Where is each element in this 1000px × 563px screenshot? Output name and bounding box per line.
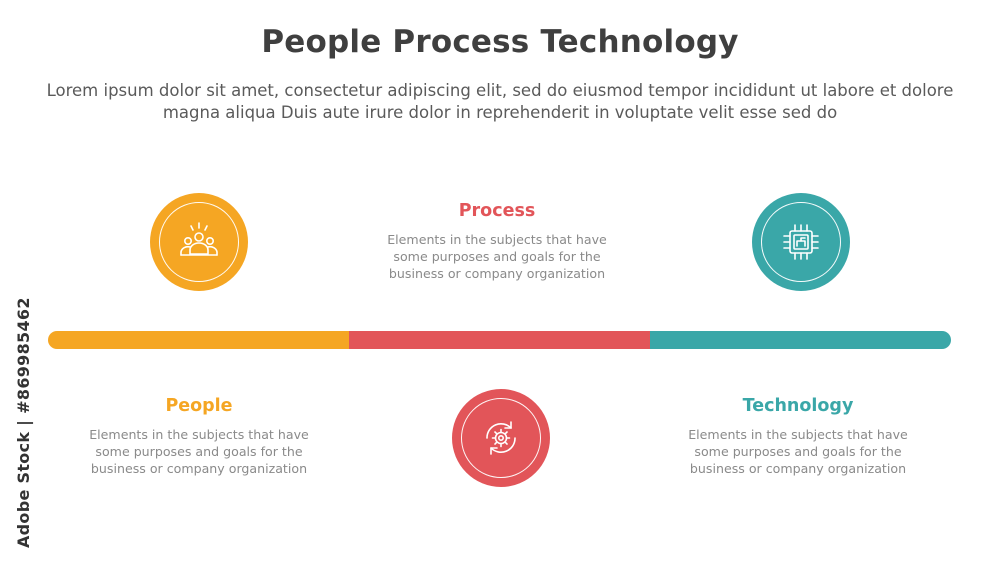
page-subtitle: Lorem ipsum dolor sit amet, consectetur … [46,81,954,122]
process-title: Process [458,201,536,221]
process-circle [452,389,550,487]
people-circle [150,193,248,291]
gear-cycle-icon [486,421,516,455]
timeline-bar [48,331,951,349]
process-bar-segment [349,331,650,349]
microchip-icon [783,224,819,260]
people-group-icon [180,222,218,256]
page-title: People Process Technology [261,24,739,60]
technology-description: Elements in the subjects that have some … [688,427,908,476]
people-description: Elements in the subjects that have some … [89,427,309,476]
technology-title: Technology [742,396,854,416]
people-block: People Elements in the subjects that hav… [79,394,319,477]
people-title: People [165,396,233,416]
people-bar-segment [48,331,349,349]
side-watermark-text: Adobe Stock | #869985462 [14,297,33,548]
technology-circle [752,193,850,291]
technology-bar-segment [650,331,951,349]
process-block: Process Elements in the subjects that ha… [377,199,617,282]
process-description: Elements in the subjects that have some … [387,232,607,281]
technology-block: Technology Elements in the subjects that… [678,394,918,477]
